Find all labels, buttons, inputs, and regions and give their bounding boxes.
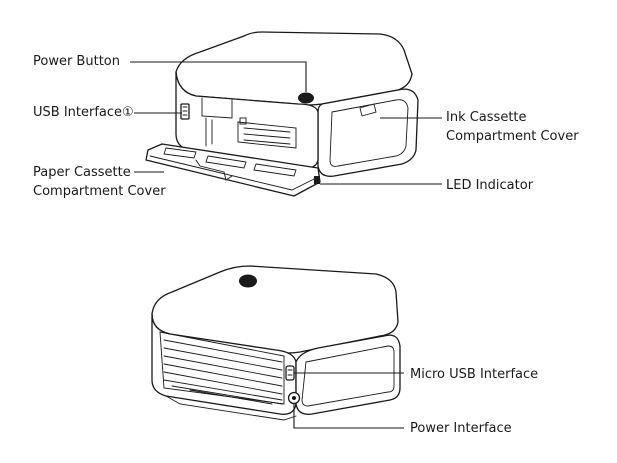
rear-power-button-shape	[239, 274, 257, 288]
label-power-button: Power Button	[33, 54, 120, 69]
label-ink-cassette-line1: Ink Cassette	[446, 110, 527, 125]
micro-usb-port	[285, 365, 295, 381]
power-button-shape	[298, 92, 314, 104]
label-led-indicator: LED Indicator	[446, 178, 534, 193]
label-micro-usb-interface: Micro USB Interface	[410, 367, 539, 382]
label-paper-cassette-line1: Paper Cassette	[33, 165, 131, 180]
power-interface-leader	[293, 404, 404, 429]
label-paper-cassette-line2: Compartment Cover	[33, 184, 166, 199]
printer-side-panel	[317, 88, 419, 177]
label-power-interface: Power Interface	[410, 421, 512, 436]
power-button-leader	[130, 61, 307, 92]
label-usb-interface: USB Interface①	[33, 105, 134, 120]
led-indicator-shape	[314, 176, 320, 184]
label-ink-cassette-line2: Compartment Cover	[446, 129, 579, 144]
